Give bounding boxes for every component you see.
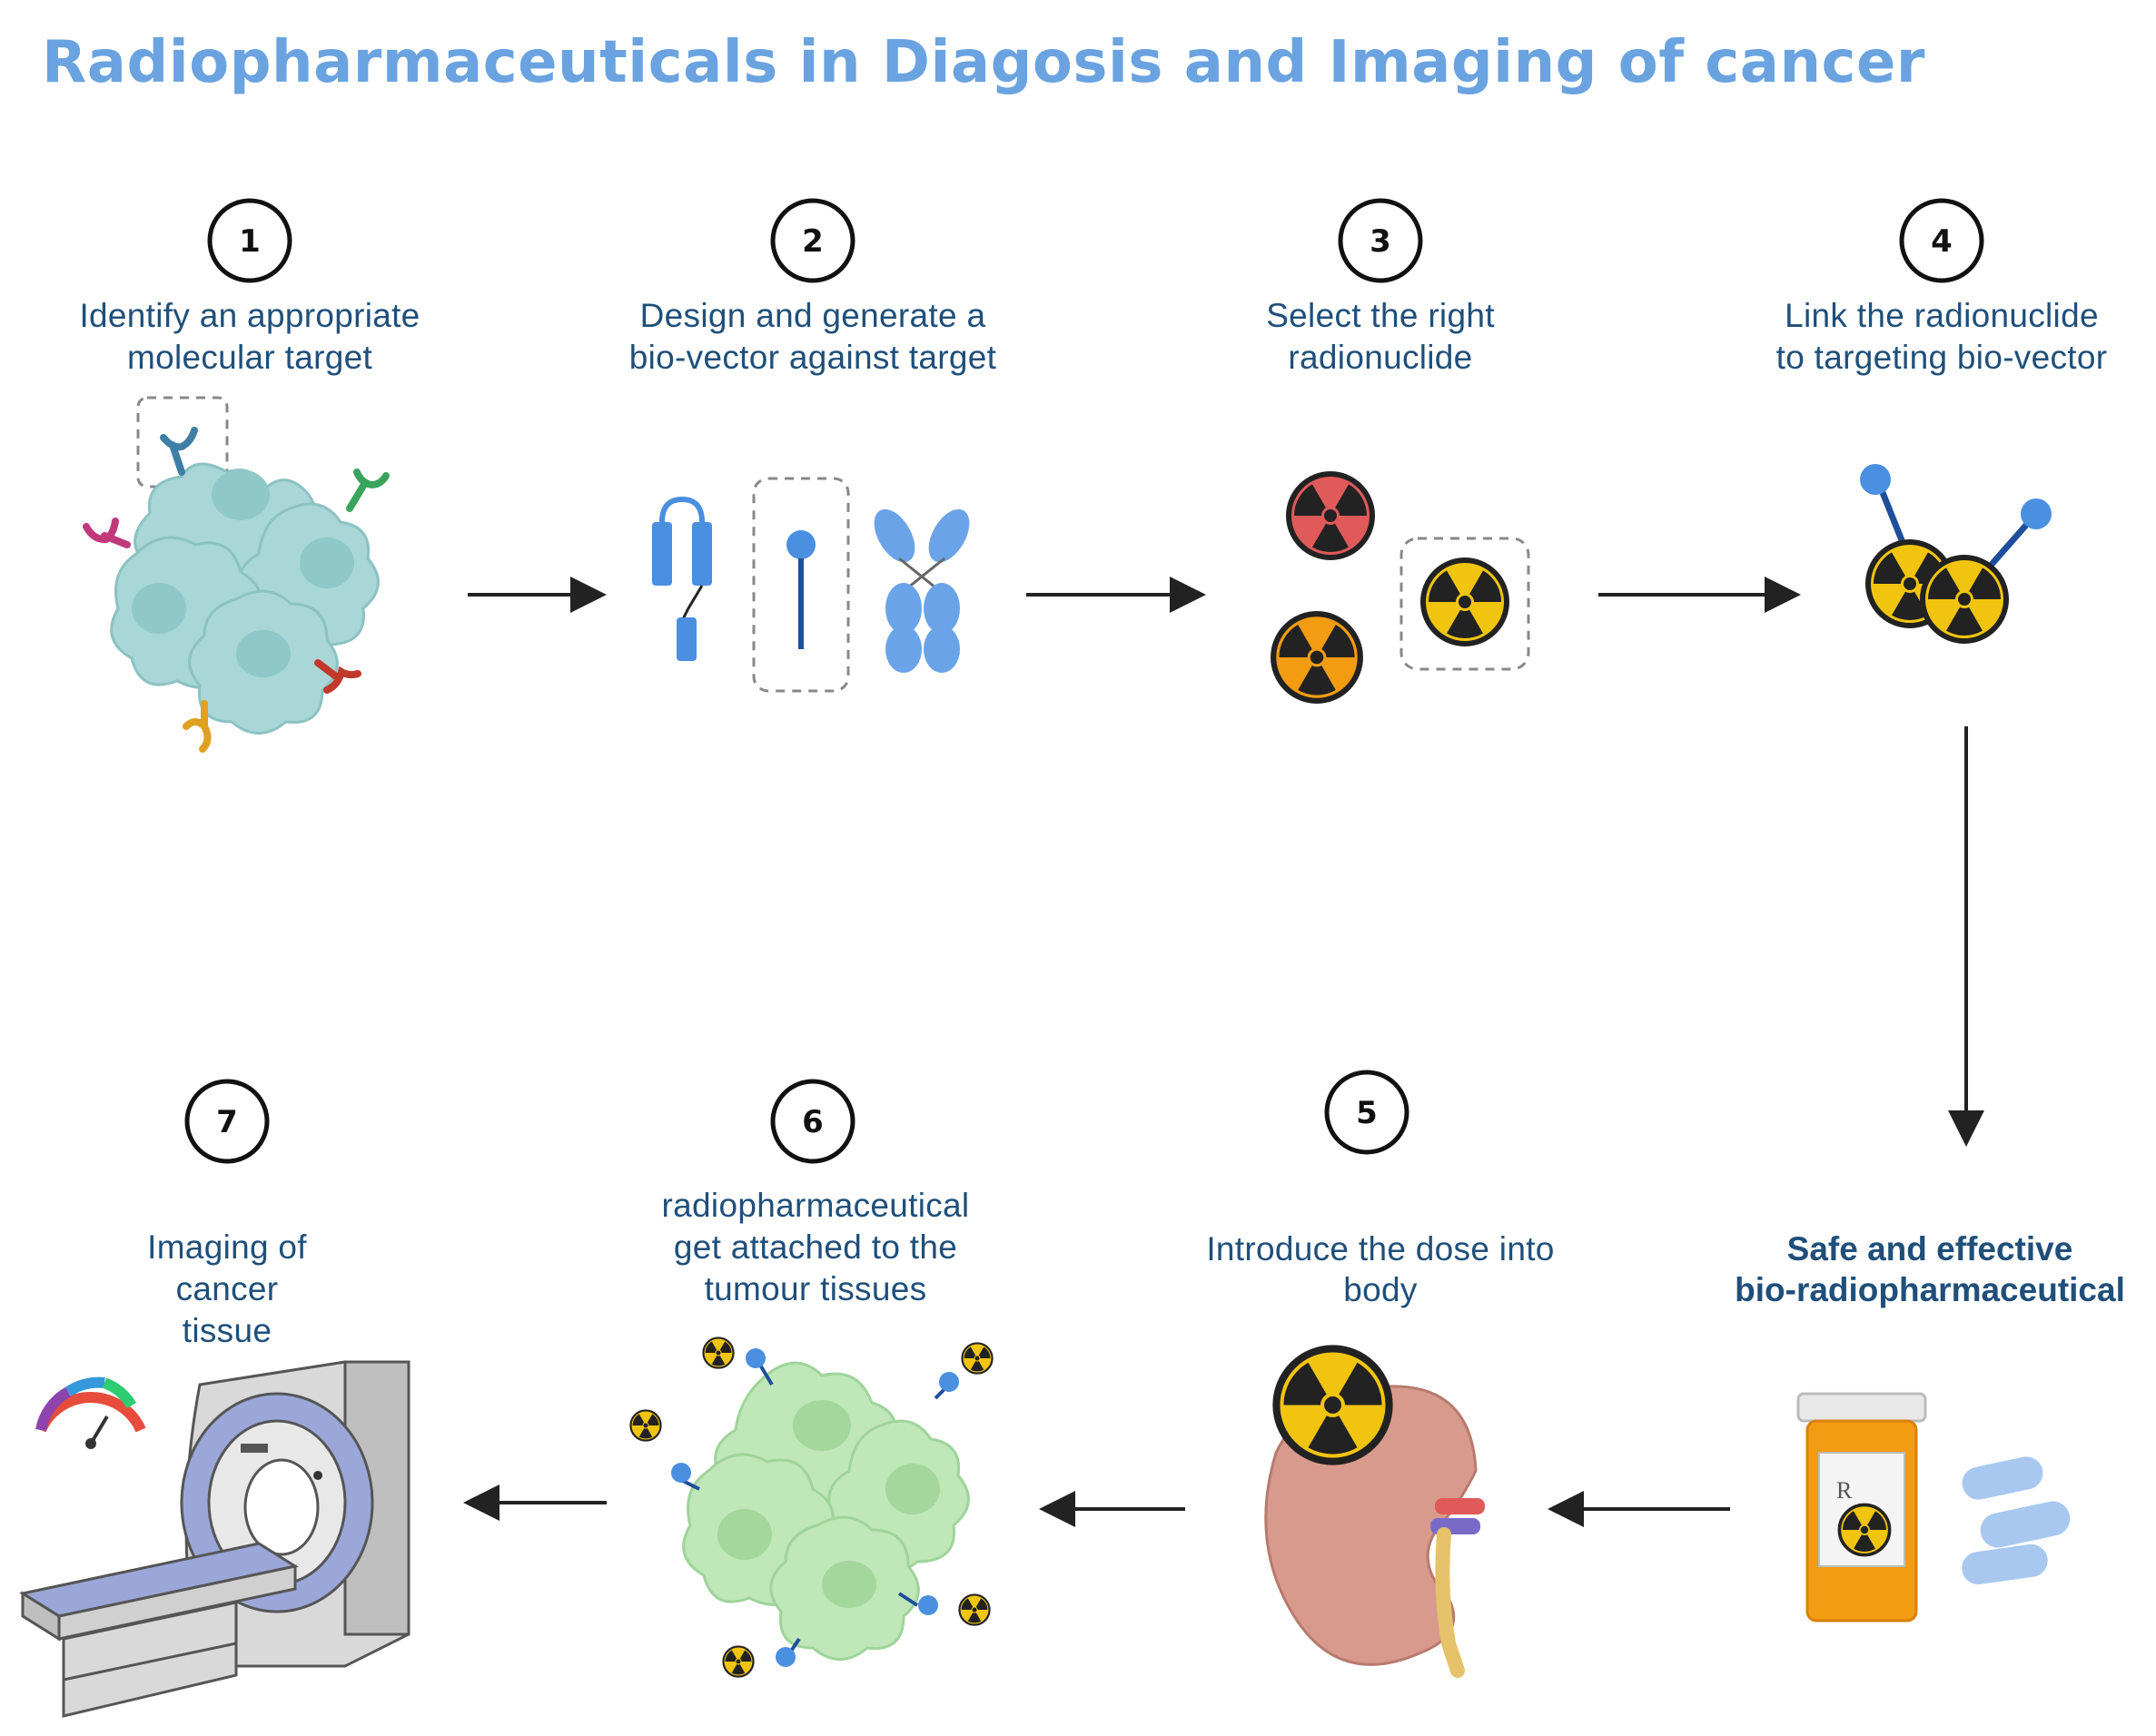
scanner-icon (19, 1360, 410, 1718)
step-5-badge (1324, 1070, 1409, 1155)
step-5-label-line1: Introduce the dose into (1206, 1230, 1554, 1267)
step-6-number: 6 (802, 1104, 824, 1140)
step-1-number: 1 (239, 223, 261, 260)
step-1-label-line1: Identify an appropriate (79, 297, 420, 334)
step-6-label-line1: radiopharmaceutical (662, 1187, 970, 1224)
bio-vector-icon (652, 477, 970, 693)
step-7-number: 7 (216, 1104, 238, 1140)
product-label-line1: Safe and effective (1787, 1230, 2073, 1267)
step-6-badge (770, 1079, 855, 1164)
radionuclide-icon (1273, 474, 1530, 701)
step-7-badge (184, 1079, 270, 1164)
step-2: 2 Design and generate a bio-vector again… (629, 198, 997, 693)
tumour-tissue-icon (629, 1337, 994, 1678)
step-2-label-line2: bio-vector against target (629, 339, 997, 376)
step-3-label-line2: radionuclide (1288, 339, 1472, 376)
step-2-number: 2 (802, 223, 824, 260)
step-7: 7 Imaging of cancer tissue (19, 1079, 410, 1718)
step-5-label-line2: body (1343, 1271, 1418, 1308)
diagram-title: Radiopharmaceuticals in Diagosis and Ima… (42, 29, 1925, 96)
step-5: 5 Introduce the dose into body (1206, 1070, 1554, 1678)
step-7-label-line3: tissue (183, 1312, 272, 1349)
step-1-label-line2: molecular target (127, 339, 373, 376)
step-3-badge (1338, 198, 1423, 283)
step-4-label-line1: Link the radionuclide (1785, 297, 2099, 334)
bottle-label-text: R (1836, 1477, 1853, 1504)
step-4-number: 4 (1931, 223, 1953, 260)
step-4: 4 Link the radionuclide to targeting bio… (1776, 198, 2108, 641)
step-5-number: 5 (1356, 1095, 1378, 1131)
step-1: 1 Identify an appropriate molecular targ… (79, 198, 420, 753)
step-4-label-line2: to targeting bio-vector (1776, 339, 2108, 376)
step-6: 6 radiopharmaceutical get attached to th… (629, 1079, 994, 1678)
step-6-label-line2: get attached to the (674, 1228, 957, 1266)
pill-bottle-icon: R (1796, 1392, 2071, 1623)
linked-radionuclide-icon (1860, 464, 2052, 641)
step-2-label-line1: Design and generate a (640, 297, 986, 334)
step-2-badge (770, 198, 855, 283)
step-1-badge (207, 198, 292, 283)
step-3: 3 Select the right radionuclide (1266, 198, 1530, 701)
cancer-cell-receptors-icon (83, 396, 390, 753)
step-4-badge (1899, 198, 1984, 283)
step-6-label-line3: tumour tissues (705, 1270, 927, 1307)
product: Safe and effective bio-radiopharmaceutic… (1735, 1230, 2125, 1623)
step-3-label-line1: Select the right (1266, 297, 1495, 334)
product-label-line2: bio-radiopharmaceutical (1735, 1271, 2125, 1308)
kidney-icon (1264, 1348, 1485, 1678)
step-3-number: 3 (1370, 223, 1391, 260)
step-7-label-line2: cancer (176, 1270, 279, 1307)
step-7-label-line1: Imaging of (147, 1228, 307, 1266)
